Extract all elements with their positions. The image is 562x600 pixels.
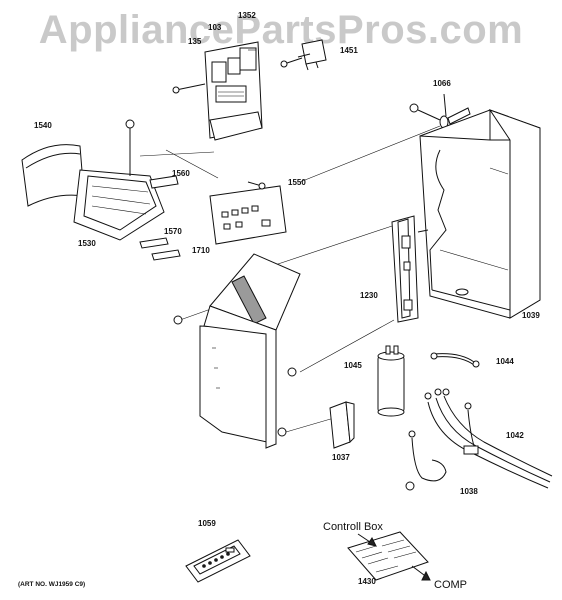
wire-harness-1042 xyxy=(405,388,553,491)
label-1550: 1550 xyxy=(288,178,306,187)
watermark: AppliancePartsPros.com xyxy=(38,8,524,52)
relay-1451 xyxy=(301,39,327,71)
lens-1560 xyxy=(149,175,179,189)
bracket-1230 xyxy=(391,215,429,323)
capacitor-1045 xyxy=(377,345,405,417)
label-1451: 1451 xyxy=(340,46,358,55)
art-number: (ART NO. WJ1959 C9) xyxy=(18,581,86,588)
label-1042: 1042 xyxy=(506,431,524,440)
control-box-1039 xyxy=(419,109,541,319)
buttons-1570 xyxy=(139,237,181,261)
label-1710: 1710 xyxy=(192,246,210,255)
label-1035-b: 135 xyxy=(188,37,202,46)
screw-1066 xyxy=(409,93,471,129)
label-1540: 1540 xyxy=(34,121,52,130)
center-housing xyxy=(199,253,301,449)
label-1230: 1230 xyxy=(360,291,378,300)
label-1039: 1039 xyxy=(522,311,540,320)
screws-top xyxy=(172,53,311,94)
label-1059: 1059 xyxy=(198,519,216,528)
screws-left xyxy=(173,315,297,437)
bracket-1037 xyxy=(329,401,355,449)
label-1037: 1037 xyxy=(332,453,350,462)
control-box-label: Controll Box xyxy=(323,521,383,533)
comp-label: COMP xyxy=(434,579,467,591)
remote-1059 xyxy=(185,539,251,583)
label-1560: 1560 xyxy=(172,169,190,178)
panel-1530 xyxy=(73,119,165,241)
wire-1044 xyxy=(430,352,480,368)
label-1352: 1352 xyxy=(238,11,256,20)
label-1530: 1530 xyxy=(78,239,96,248)
filter-1540 xyxy=(21,144,85,207)
label-sheet-1430 xyxy=(347,531,431,581)
control-board-1352 xyxy=(204,41,263,141)
label-1038: 1038 xyxy=(460,487,478,496)
display-board-1550 xyxy=(209,181,287,245)
label-1035-a: 103 xyxy=(208,23,222,32)
label-1044: 1044 xyxy=(496,357,514,366)
label-1066: 1066 xyxy=(433,79,451,88)
label-1430: 1430 xyxy=(358,577,376,586)
label-1045: 1045 xyxy=(344,361,362,370)
label-1570: 1570 xyxy=(164,227,182,236)
